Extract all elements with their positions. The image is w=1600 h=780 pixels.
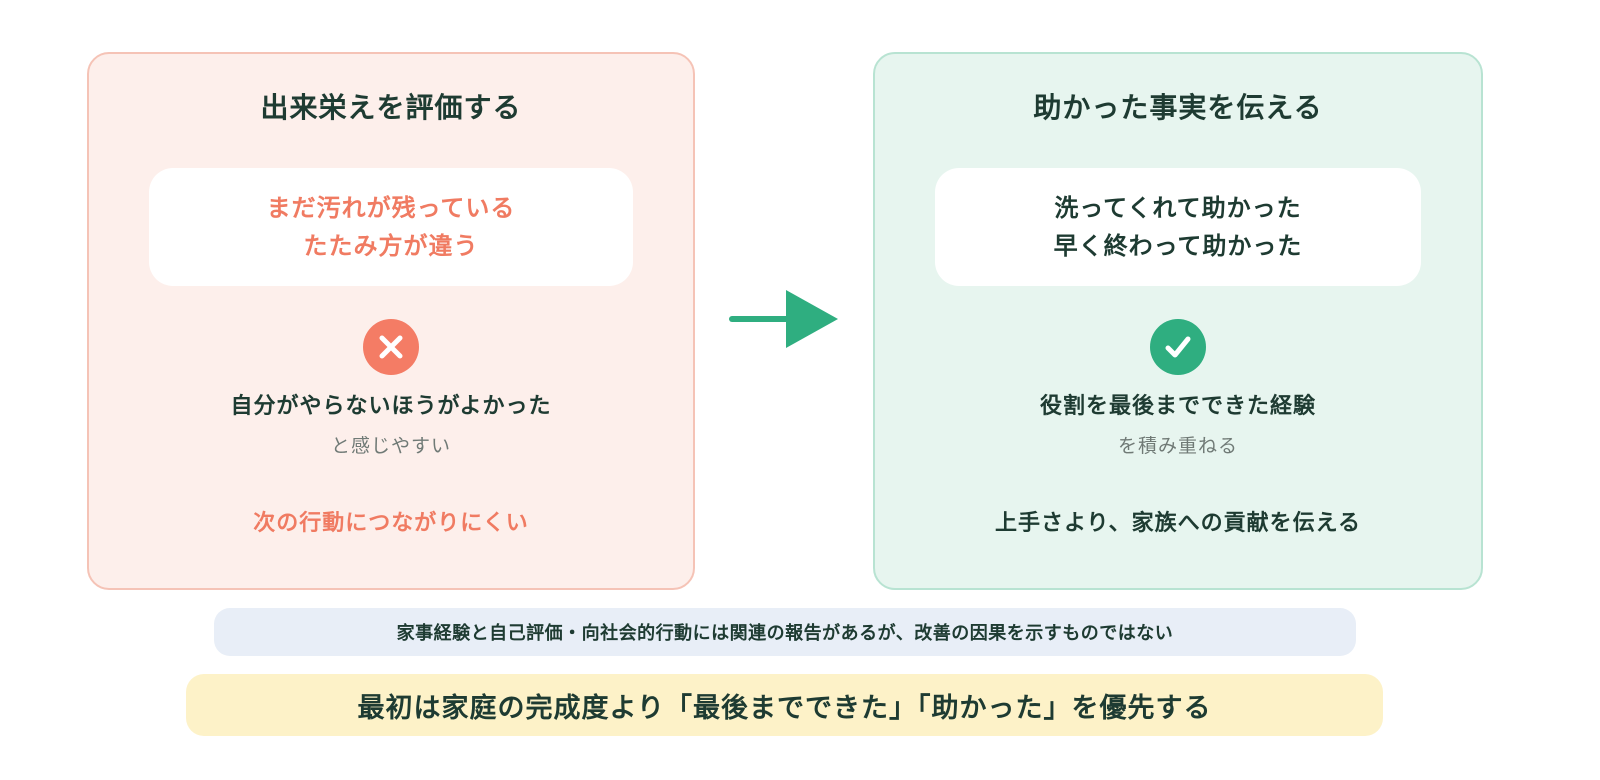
research-note: 家事経験と自己評価・向社会的行動には関連の報告があるが、改善の因果を示すものでは… [214, 608, 1356, 656]
conclusion-text: 上手さより、家族への貢献を伝える [994, 511, 1362, 536]
effect-text: 役割を最後までできた経験 [1039, 394, 1316, 419]
example-phrase: たたみ方が違う [303, 232, 479, 260]
x-icon [363, 319, 419, 375]
example-phrase: まだ汚れが残っている [266, 194, 516, 222]
check-icon [1150, 319, 1206, 375]
effect-text: 自分がやらないほうがよかった [230, 394, 552, 419]
panel-title: 出来栄えを評価する [260, 91, 522, 124]
effect-subtext: と感じやすい [330, 435, 451, 457]
example-phrases-box: 洗ってくれて助かった 早く終わって助かった [935, 168, 1421, 286]
example-phrases-box: まだ汚れが残っている たたみ方が違う [149, 168, 633, 286]
summary-banner: 最初は家庭の完成度より「最後までできた」「助かった」を優先する [186, 674, 1383, 736]
arrow-right-icon [728, 288, 840, 354]
convey-help-panel: 助かった事実を伝える 洗ってくれて助かった 早く終わって助かった 役割を最後まで… [873, 52, 1483, 590]
effect-subtext: を積み重ねる [1117, 435, 1238, 457]
conclusion-text: 次の行動につながりにくい [253, 511, 529, 536]
panel-title: 助かった事実を伝える [1033, 91, 1323, 124]
example-phrase: 早く終わって助かった [1053, 232, 1303, 260]
example-phrase: 洗ってくれて助かった [1054, 194, 1302, 222]
evaluate-result-panel: 出来栄えを評価する まだ汚れが残っている たたみ方が違う 自分がやらないほうがよ… [87, 52, 695, 590]
